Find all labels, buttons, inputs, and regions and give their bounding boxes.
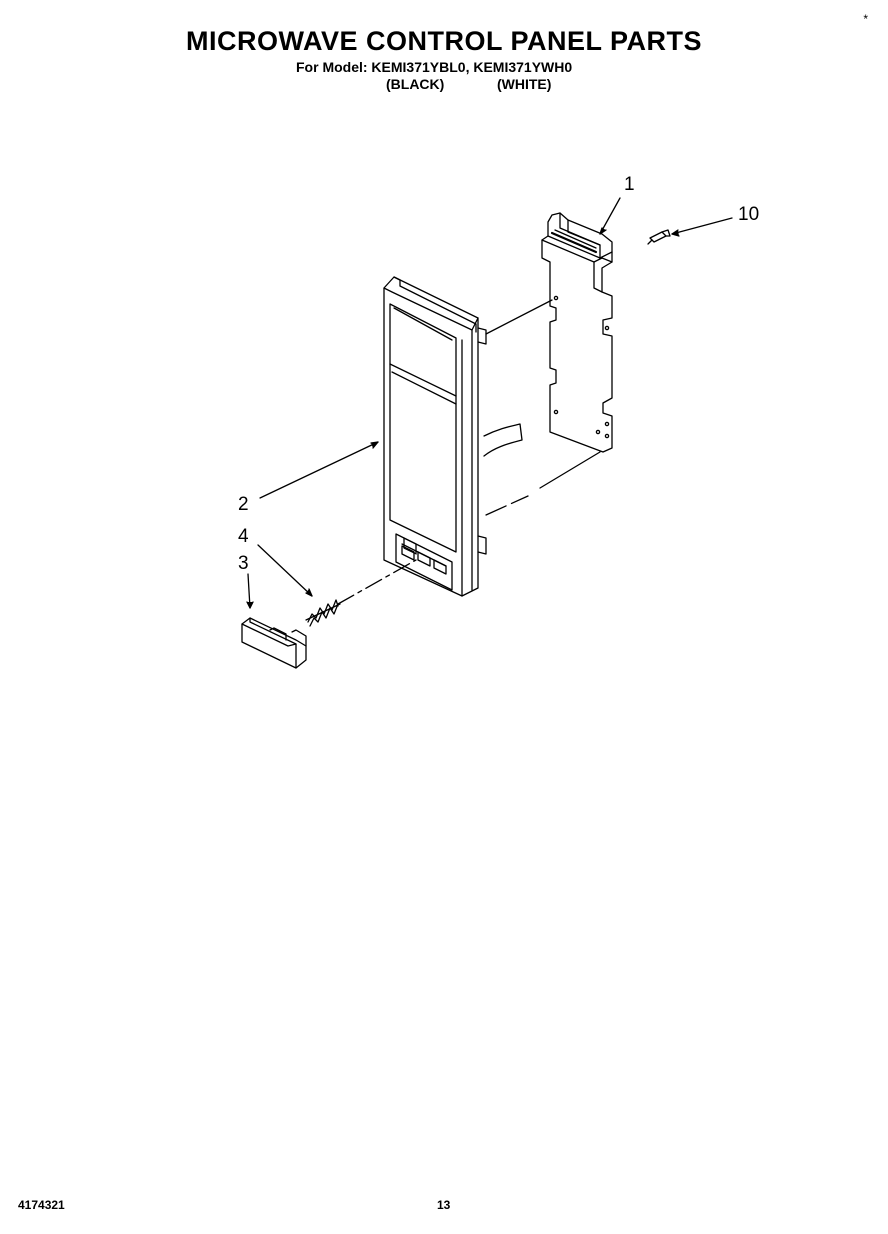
variant-white-label: (WHITE)	[497, 76, 552, 92]
callout-1: 1	[624, 174, 635, 195]
model-numbers: For Model: KEMI371YBL0, KEMI371YWH0	[296, 59, 573, 75]
push-button	[241, 617, 307, 669]
page-title: MICROWAVE CONTROL PANEL PARTS	[185, 26, 703, 56]
document-number: 4174321	[18, 1198, 65, 1212]
variant-black-label: (BLACK)	[386, 76, 445, 92]
corner-mark: *	[863, 12, 868, 26]
control-board	[541, 212, 613, 453]
ribbon-cable	[483, 423, 523, 457]
callout-2: 2	[238, 494, 249, 515]
page-number: 13	[437, 1198, 451, 1212]
control-panel-frame	[383, 276, 487, 597]
callout-3: 3	[238, 553, 249, 574]
assembly-lines	[337, 299, 601, 605]
spring	[305, 599, 341, 627]
mounting-screw	[647, 229, 671, 245]
callout-4: 4	[238, 526, 249, 547]
callout-10: 10	[738, 204, 759, 225]
callout-leaders	[246, 197, 733, 609]
